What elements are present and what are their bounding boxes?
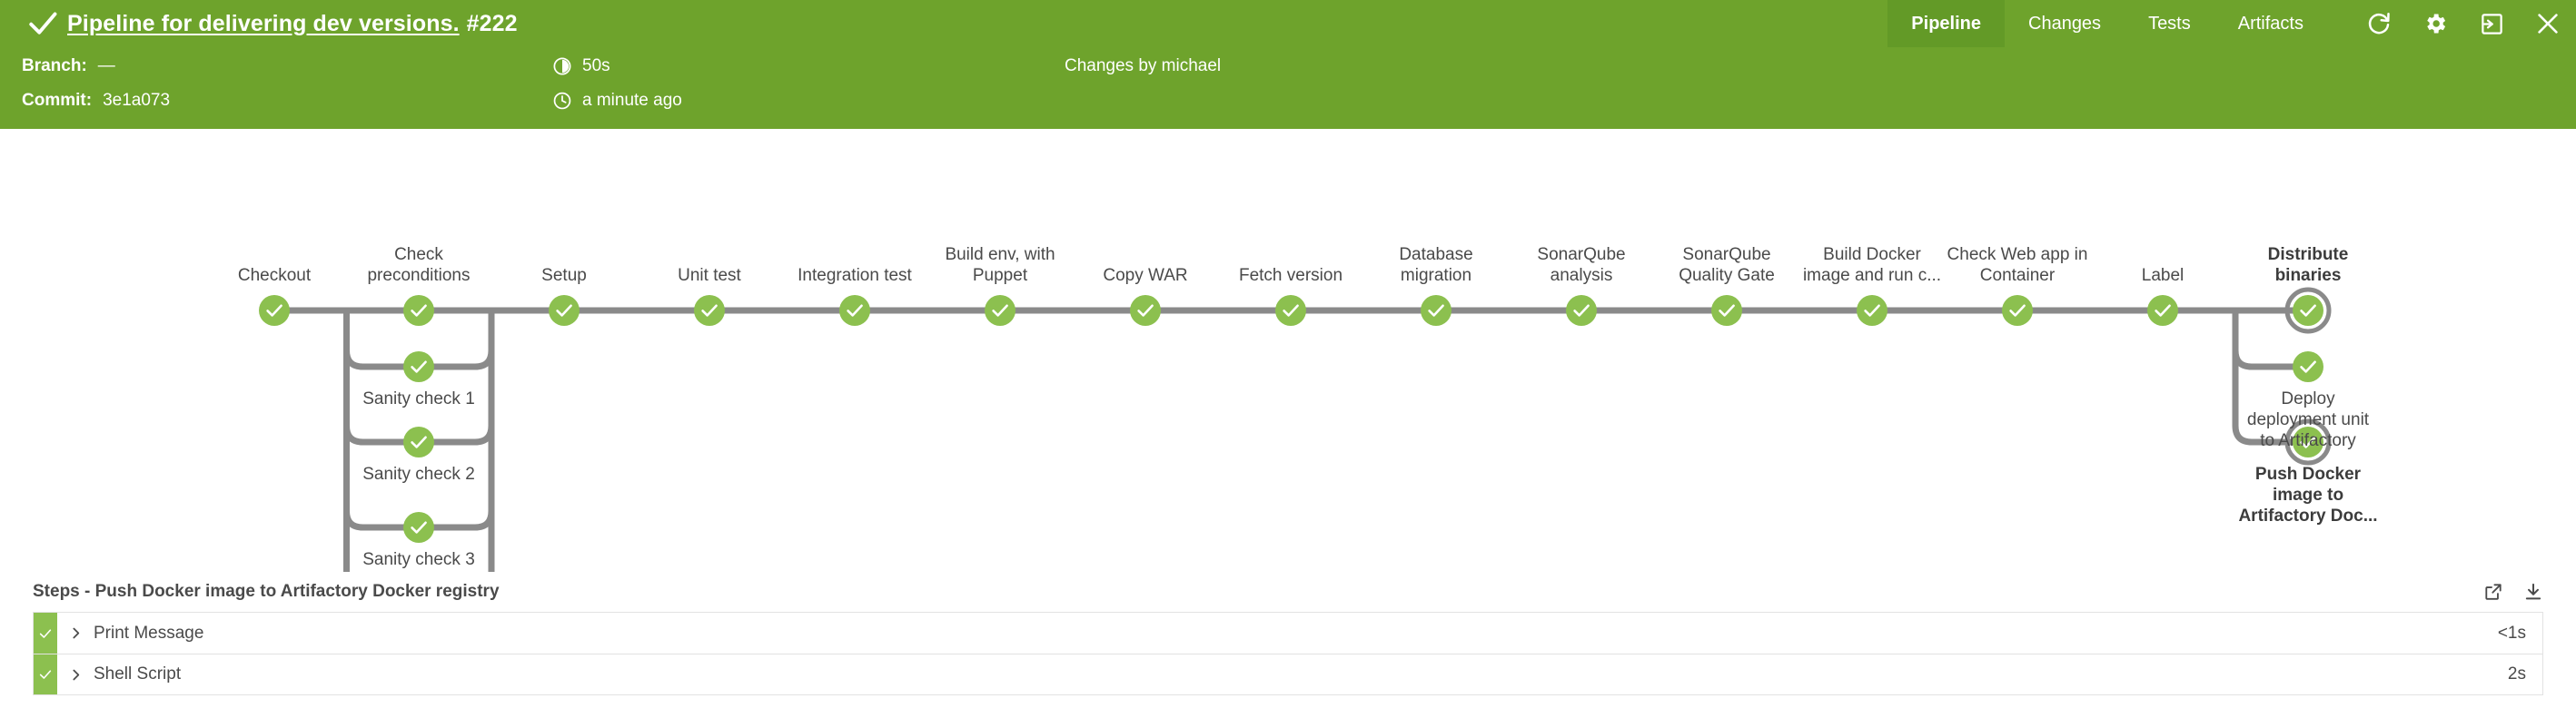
run-number: #222	[466, 10, 518, 36]
steps-actions	[2483, 582, 2543, 602]
age-value: a minute ago	[582, 91, 682, 110]
commit-info: Commit: 3e1a073	[22, 91, 170, 111]
branch-label-4[interactable]: Deploy deployment unit to Artifactory	[2246, 389, 2370, 450]
step-duration: 2s	[2507, 664, 2526, 684]
logs-icon[interactable]	[2463, 0, 2520, 47]
branch-label: Branch:	[22, 56, 87, 75]
branch-node-0[interactable]	[403, 351, 434, 382]
stage-node-8[interactable]	[1421, 295, 1451, 326]
header-nav: Pipeline Changes Tests Artifacts	[1887, 0, 2576, 47]
stage-node-6[interactable]	[1130, 295, 1161, 326]
tab-changes[interactable]: Changes	[2028, 13, 2102, 34]
commit-value[interactable]: 3e1a073	[103, 91, 171, 110]
stage-node-4[interactable]	[839, 295, 870, 326]
stage-node-10[interactable]	[1711, 295, 1742, 326]
stage-label-1[interactable]: Check preconditions	[367, 245, 471, 285]
branch-label-2[interactable]: Sanity check 3	[362, 550, 475, 569]
steps-header: Steps - Push Docker image to Artifactory…	[33, 572, 2543, 612]
stage-node-13[interactable]	[2147, 295, 2178, 326]
run-name-link[interactable]: Pipeline for delivering dev versions.	[67, 10, 460, 36]
stage-label-9[interactable]: SonarQube analysis	[1537, 245, 1626, 285]
step-name: Shell Script	[94, 664, 182, 684]
run-header-banner: Pipeline for delivering dev versions. #2…	[0, 0, 2576, 129]
stage-label-7[interactable]: Fetch version	[1238, 266, 1343, 285]
stage-node-11[interactable]	[1857, 295, 1887, 326]
branch-info: Branch: —	[22, 56, 115, 76]
step-status-check-icon	[34, 654, 57, 694]
step-status-check-icon	[34, 613, 57, 654]
stage-label-2[interactable]: Setup	[541, 266, 587, 285]
age-info: a minute ago	[552, 91, 682, 111]
stage-node-3[interactable]	[694, 295, 725, 326]
step-duration: <1s	[2497, 623, 2526, 643]
stage-label-5[interactable]: Build env, with Puppet	[945, 245, 1055, 285]
rerun-icon[interactable]	[2351, 0, 2407, 47]
clock-icon	[553, 92, 571, 110]
branch-value: —	[97, 56, 115, 75]
stage-node-7[interactable]	[1275, 295, 1306, 326]
stage-label-11[interactable]: Build Docker image and run c...	[1802, 245, 1942, 285]
gear-icon[interactable]	[2407, 0, 2463, 47]
stage-label-0[interactable]: Checkout	[237, 266, 312, 285]
branch-label-5[interactable]: Push Docker image to Artifactory Doc...	[2238, 465, 2378, 526]
stage-node-0[interactable]	[259, 295, 290, 326]
branch-label-1[interactable]: Sanity check 2	[362, 465, 475, 484]
run-header-row: Pipeline for delivering dev versions. #2…	[0, 0, 2576, 47]
stage-node-12[interactable]	[2002, 295, 2033, 326]
stage-node-1[interactable]	[403, 295, 434, 326]
step-row[interactable]: Print Message <1s	[33, 612, 2543, 654]
stage-label-8[interactable]: Database migration	[1399, 245, 1473, 285]
duration-info: 50s	[552, 56, 610, 76]
close-icon[interactable]	[2520, 0, 2576, 47]
stage-node-2[interactable]	[549, 295, 580, 326]
branch-label-0[interactable]: Sanity check 1	[362, 389, 475, 408]
branch-node-4[interactable]	[2293, 351, 2323, 382]
stage-label-12[interactable]: Check Web app in Container	[1947, 245, 2088, 285]
stage-label-3[interactable]: Unit test	[678, 266, 741, 285]
stage-node-9[interactable]	[1566, 295, 1597, 326]
duration-value: 50s	[582, 56, 610, 75]
stage-label-6[interactable]: Copy WAR	[1103, 266, 1188, 285]
stage-label-10[interactable]: SonarQube Quality Gate	[1679, 245, 1775, 285]
changes-by: Changes by michael	[1065, 56, 1222, 75]
page-title: Pipeline for delivering dev versions. #2…	[67, 11, 518, 37]
run-meta-bar: Branch: — Commit: 3e1a073 50s a minute a…	[0, 47, 2576, 129]
branch-node-5[interactable]	[2284, 418, 2332, 466]
steps-title: Steps - Push Docker image to Artifactory…	[33, 582, 500, 601]
chevron-right-icon[interactable]	[57, 613, 94, 654]
step-row[interactable]: Shell Script 2s	[33, 654, 2543, 695]
pipeline-graph-svg	[259, 287, 2332, 572]
stage-node-14[interactable]	[2284, 287, 2332, 334]
download-icon[interactable]	[2523, 582, 2543, 602]
stage-label-13[interactable]: Label	[2141, 266, 2185, 285]
tab-artifacts[interactable]: Artifacts	[2237, 13, 2304, 34]
tab-tests[interactable]: Tests	[2148, 13, 2191, 34]
duration-icon	[553, 57, 571, 75]
stage-label-4[interactable]: Integration test	[798, 266, 912, 285]
open-in-new-icon[interactable]	[2483, 582, 2503, 602]
stage-node-5[interactable]	[985, 295, 1016, 326]
branch-node-2[interactable]	[403, 512, 434, 543]
branch-node-1[interactable]	[403, 427, 434, 457]
chevron-right-icon[interactable]	[57, 654, 94, 694]
tab-pipeline[interactable]: Pipeline	[1887, 0, 2005, 47]
stage-label-14[interactable]: Distribute binaries	[2267, 245, 2349, 285]
check-icon	[22, 3, 64, 44]
commit-label: Commit:	[22, 91, 93, 110]
step-name: Print Message	[94, 623, 204, 643]
steps-panel: Steps - Push Docker image to Artifactory…	[0, 572, 2576, 695]
